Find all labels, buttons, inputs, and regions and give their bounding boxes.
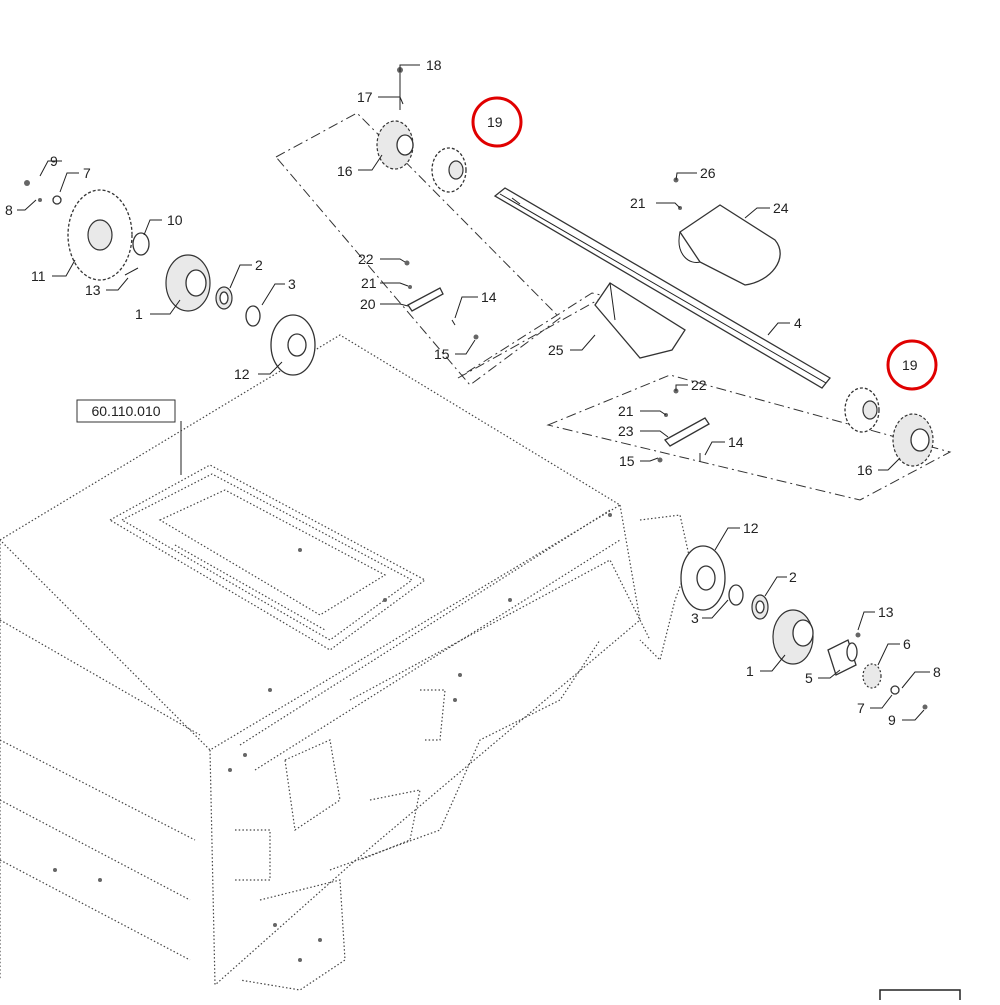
callout-3-lower: 3	[691, 610, 699, 626]
highlight-circle-19-lower	[886, 339, 938, 391]
callout-9-lower: 9	[888, 712, 896, 728]
callout-2-upper: 2	[255, 257, 263, 273]
callout-19-upper[interactable]: 19	[487, 114, 503, 130]
callout-6: 6	[903, 636, 911, 652]
callout-21-upper: 21	[361, 275, 377, 291]
flange-plate-upper	[270, 314, 316, 376]
callout-22-lower: 22	[691, 377, 707, 393]
callout-8-lower: 8	[933, 664, 941, 680]
callout-17: 17	[357, 89, 373, 105]
callout-18: 18	[426, 57, 442, 73]
lower-right-subassembly-outline	[546, 374, 952, 501]
small-fasteners-upper-left	[24, 180, 139, 276]
callout-24: 24	[773, 200, 789, 216]
callout-8-upper: 8	[5, 202, 13, 218]
small-sprocket-6	[862, 663, 882, 689]
callout-19-lower[interactable]: 19	[902, 357, 918, 373]
upper-right-subassembly-outline	[457, 292, 607, 379]
callout-16-lower: 16	[857, 462, 873, 478]
reference-box[interactable]	[76, 399, 176, 423]
small-fasteners-lower-right	[855, 632, 928, 710]
callout-14-lower: 14	[728, 434, 744, 450]
callout-7-upper: 7	[83, 165, 91, 181]
callout-15-lower: 15	[619, 453, 635, 469]
hub-lower	[772, 609, 814, 665]
callout-22-upper: 22	[358, 251, 374, 267]
callout-4: 4	[794, 315, 802, 331]
callout-13-lower: 13	[878, 604, 894, 620]
snap-ring-upper	[245, 305, 261, 327]
callout-12-upper: 12	[234, 366, 250, 382]
callout-5: 5	[805, 670, 813, 686]
bracket-20	[404, 260, 479, 340]
leader-lines	[17, 64, 930, 721]
hub-upper	[165, 254, 211, 312]
sprocket-16-upper	[376, 120, 414, 170]
flange-plate-lower	[680, 545, 726, 611]
bracket-23	[657, 177, 710, 463]
callout-21-lower: 21	[618, 403, 634, 419]
callout-13-upper: 13	[85, 282, 101, 298]
bearing-upper	[215, 286, 233, 310]
upper-left-subassembly-outline	[275, 112, 561, 386]
reference-box-label[interactable]: 60.110.010	[91, 403, 160, 419]
callout-10: 10	[167, 212, 183, 228]
callout-1-lower: 1	[746, 663, 754, 679]
sprocket-16-lower	[892, 413, 934, 467]
sprocket-19-upper	[431, 147, 467, 193]
callout-1-upper: 1	[135, 306, 143, 322]
callout-15-upper: 15	[434, 346, 450, 362]
callout-12-lower: 12	[743, 520, 759, 536]
bushing	[132, 232, 150, 256]
bearing-lower	[751, 594, 769, 620]
callout-20: 20	[360, 296, 376, 312]
callout-26: 26	[700, 165, 716, 181]
cover-24	[678, 204, 781, 286]
sprocket-19-lower	[844, 387, 880, 433]
callout-14-upper: 14	[481, 289, 497, 305]
callout-9-upper: 9	[50, 153, 58, 169]
spacer-5	[827, 639, 858, 676]
callout-7-lower: 7	[857, 700, 865, 716]
snap-ring-lower	[728, 584, 744, 606]
callout-labels: 18 17 16 19 9 7 8 11 10 13 1 2 3 12 22 2…	[5, 57, 941, 728]
callout-2-lower: 2	[789, 569, 797, 585]
callout-3-upper: 3	[288, 276, 296, 292]
highlight-circle-19-upper	[471, 96, 523, 148]
shield-25	[594, 282, 686, 359]
callout-16-upper: 16	[337, 163, 353, 179]
drive-shaft	[493, 187, 831, 389]
callout-21-cover: 21	[630, 195, 646, 211]
corner-frame	[879, 989, 961, 1005]
bolt-17-18	[397, 67, 403, 110]
machine-frame	[0, 334, 691, 991]
callout-11: 11	[31, 268, 46, 284]
callout-23: 23	[618, 423, 634, 439]
sprocket-large	[67, 189, 133, 281]
callout-25: 25	[548, 342, 564, 358]
